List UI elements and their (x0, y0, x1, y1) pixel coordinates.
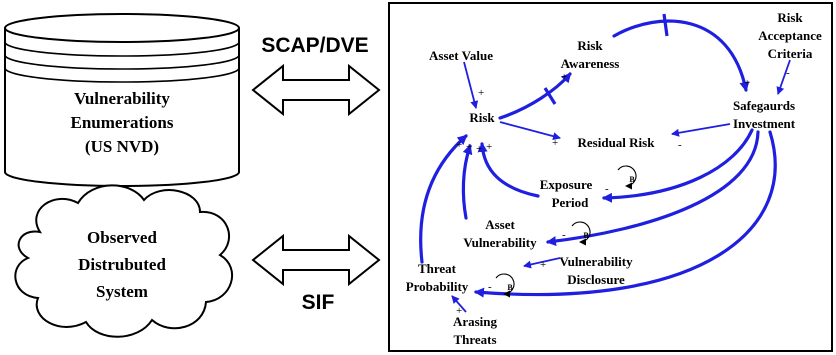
svg-text:B: B (583, 231, 589, 240)
node-asset-value: Asset Value (429, 48, 493, 63)
polarity-minus: - (786, 67, 790, 79)
polarity-plus: + (456, 139, 462, 151)
scap-dve-label: SCAP/DVE (261, 34, 368, 57)
polarity-plus: + (552, 137, 558, 149)
node-arising-threats-line1: Arasing (453, 314, 498, 329)
node-vulnerability-disclosure-line2: Disclosure (567, 272, 625, 287)
node-residual-risk: Residual Risk (578, 135, 656, 150)
observed-system-cloud: Observed Distrubuted System (14, 184, 234, 338)
polarity-plus: + (456, 305, 462, 317)
cloud-label-line1: Observed (87, 228, 157, 247)
balancing-loop-marker-3: B (495, 273, 515, 298)
node-risk: Risk (469, 110, 495, 125)
node-risk-acceptance-line3: Criteria (768, 46, 813, 61)
node-risk-awareness-line1: Risk (577, 38, 603, 53)
database-label-line3: (US NVD) (85, 137, 159, 156)
polarity-plus: + (486, 141, 492, 153)
node-risk-awareness-line2: Awareness (561, 56, 620, 71)
polarity-minus: - (488, 281, 492, 293)
top-double-arrow (251, 63, 381, 117)
node-threat-probability-line1: Threat (418, 261, 457, 276)
balancing-loop-marker-2: B (571, 221, 591, 246)
node-risk-acceptance-line1: Risk (777, 10, 803, 25)
polarity-minus: - (678, 139, 682, 151)
bottom-double-arrow (251, 233, 381, 287)
node-exposure-period-line2: Period (552, 195, 590, 210)
polarity-plus: + (476, 143, 482, 155)
polarity-minus: - (605, 183, 609, 195)
polarity-plus: + (466, 141, 472, 153)
sif-label: SIF (302, 291, 335, 314)
node-risk-acceptance-line2: Acceptance (758, 28, 822, 43)
node-arising-threats-line2: Threats (453, 332, 496, 347)
polarity-plus: + (561, 71, 567, 83)
database-label-line1: Vulnerability (74, 89, 170, 108)
node-asset-vulnerability-line1: Asset (485, 217, 515, 232)
node-exposure-period-line1: Exposure (540, 177, 593, 192)
node-threat-probability-line2: Probability (406, 279, 469, 294)
polarity-plus: + (478, 87, 484, 99)
svg-text:B: B (507, 283, 513, 292)
vulnerability-database: Vulnerability Enumerations (US NVD) (4, 13, 240, 187)
polarity-plus: + (540, 259, 546, 271)
node-safeguards-line1: Safegaurds (733, 98, 795, 113)
polarity-minus: - (562, 229, 566, 241)
node-safeguards-line2: Investment (733, 116, 796, 131)
polarity-signs: + + + - + - + + + + - - + - + (456, 67, 790, 317)
cloud-label-line2: Distrubuted (78, 255, 166, 274)
node-vulnerability-disclosure-line1: Vulnerability (559, 254, 633, 269)
svg-text:B: B (629, 175, 635, 184)
diagram-nodes: Asset Value Risk Awareness Risk Acceptan… (406, 10, 822, 347)
cloud-label-line3: System (96, 282, 148, 301)
database-label-line2: Enumerations (71, 113, 174, 132)
node-asset-vulnerability-line2: Vulnerability (463, 235, 537, 250)
causal-links (419, 13, 791, 313)
polarity-plus: + (744, 77, 750, 89)
balancing-loop-marker-1: B (617, 165, 637, 190)
